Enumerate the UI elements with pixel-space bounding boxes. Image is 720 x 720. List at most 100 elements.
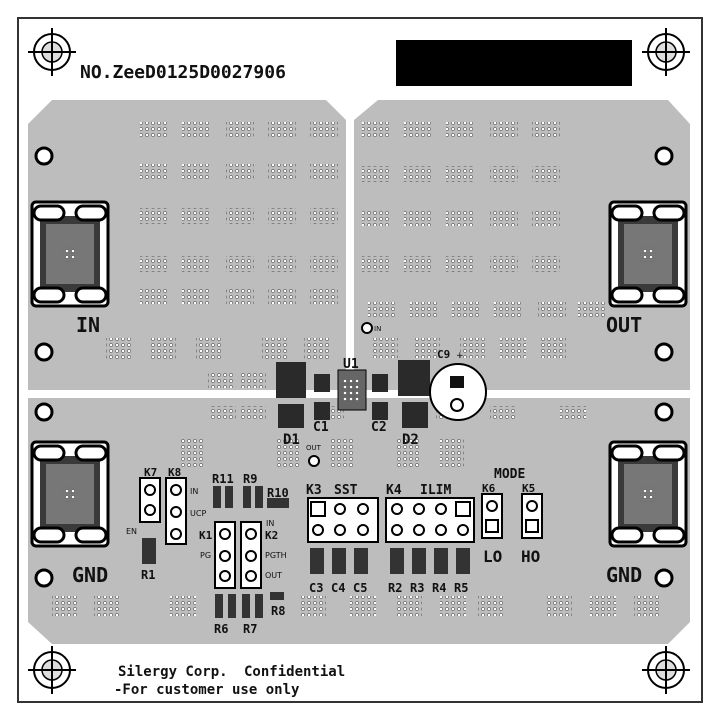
via-block xyxy=(330,438,354,468)
footer-confidential: Confidential xyxy=(244,664,345,680)
via-block xyxy=(106,338,132,360)
label-r11: R11 xyxy=(212,472,234,486)
via-block xyxy=(140,208,168,224)
via-block xyxy=(268,288,296,304)
label-out-k2: OUT xyxy=(265,571,282,580)
via-block xyxy=(532,256,560,272)
label-ilim: ILIM xyxy=(420,483,451,498)
label-mode: MODE xyxy=(494,467,525,482)
via-block xyxy=(226,256,254,272)
label-pg: PG xyxy=(200,551,211,560)
via-block xyxy=(538,302,566,318)
via-block xyxy=(310,164,338,180)
copper-pour-in xyxy=(28,100,346,390)
header-sst xyxy=(307,497,379,574)
via-block xyxy=(440,596,466,616)
label-pgth: PGTH xyxy=(265,551,287,560)
label-gnd-right: GND xyxy=(606,563,642,587)
header-ilim xyxy=(385,497,475,574)
via-block xyxy=(268,256,296,272)
via-block xyxy=(208,372,234,388)
label-k5: K5 xyxy=(522,482,535,495)
via-block xyxy=(310,122,338,138)
via-block xyxy=(410,302,438,318)
label-c1: C1 xyxy=(313,420,329,435)
via-block xyxy=(396,438,420,468)
jumpers-k7-k8 xyxy=(139,477,187,564)
label-out-small: OUT xyxy=(306,444,322,452)
via-block xyxy=(268,164,296,180)
via-block xyxy=(546,596,572,616)
via-block xyxy=(540,338,566,358)
via-block xyxy=(226,288,254,304)
via-block xyxy=(634,596,660,616)
label-d1: D1 xyxy=(283,432,300,448)
via-block xyxy=(532,166,560,182)
label-k1: K1 xyxy=(199,529,213,542)
via-block xyxy=(170,596,196,616)
via-block xyxy=(414,338,440,358)
terminal-gnd-left xyxy=(30,440,110,548)
redacted-block xyxy=(396,40,632,86)
label-ho: HO xyxy=(521,547,540,566)
via-block xyxy=(140,256,168,272)
via-block xyxy=(560,406,586,420)
label-c2: C2 xyxy=(371,420,387,435)
terminal-out xyxy=(608,200,688,308)
via-block xyxy=(490,166,518,182)
label-r2: R2 xyxy=(388,581,402,595)
via-block xyxy=(210,406,236,420)
via-block xyxy=(404,122,432,138)
mount-hole xyxy=(34,402,54,422)
via-block xyxy=(452,302,480,318)
via-block xyxy=(478,596,504,616)
via-block xyxy=(362,122,390,138)
power-stage xyxy=(276,322,487,467)
via-block xyxy=(182,164,210,180)
mount-hole xyxy=(34,568,54,588)
via-block xyxy=(490,210,518,226)
via-block xyxy=(240,372,266,388)
via-block xyxy=(268,122,296,138)
label-in-k8: IN xyxy=(190,487,198,496)
via-block xyxy=(182,256,210,272)
label-r6: R6 xyxy=(214,622,228,636)
via-block xyxy=(226,208,254,224)
via-block xyxy=(140,164,168,180)
label-in-small: IN xyxy=(374,325,381,333)
via-block xyxy=(268,208,296,224)
label-c5: C5 xyxy=(353,581,367,595)
label-c9: C9 xyxy=(437,348,450,361)
via-block xyxy=(196,338,222,360)
via-block xyxy=(362,210,390,226)
label-r8: R8 xyxy=(271,604,285,618)
via-block xyxy=(182,208,210,224)
label-k6: K6 xyxy=(482,482,496,495)
label-gnd-left: GND xyxy=(72,563,108,587)
via-block xyxy=(490,122,518,138)
label-k8: K8 xyxy=(168,466,181,479)
mount-hole xyxy=(654,568,674,588)
via-block xyxy=(440,438,464,468)
via-block xyxy=(368,302,396,318)
via-block xyxy=(52,596,78,616)
via-block xyxy=(310,288,338,304)
via-block xyxy=(140,122,168,138)
label-c9-plus: + xyxy=(456,351,464,361)
via-block xyxy=(532,210,560,226)
via-block xyxy=(300,596,326,616)
via-block xyxy=(262,338,288,360)
label-u1: U1 xyxy=(343,357,359,372)
terminal-in xyxy=(30,200,110,308)
label-k3: K3 xyxy=(306,483,322,498)
jumpers-k1-k2 xyxy=(213,486,289,618)
via-block xyxy=(590,596,616,616)
label-d2: D2 xyxy=(402,432,419,448)
via-block xyxy=(226,164,254,180)
via-block xyxy=(304,338,330,360)
mount-hole xyxy=(654,342,674,362)
mount-hole xyxy=(34,342,54,362)
header-mode xyxy=(481,493,543,539)
label-in: IN xyxy=(76,313,100,337)
label-r10: R10 xyxy=(267,486,289,500)
